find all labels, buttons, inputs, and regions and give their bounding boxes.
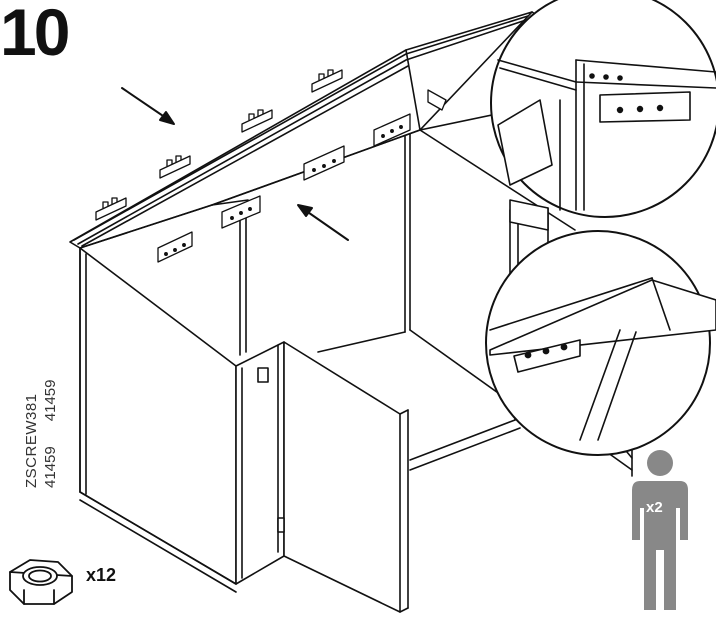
detail-view-bracket	[485, 230, 716, 456]
nut-quantity: x12	[86, 565, 117, 585]
step-number: 10	[0, 0, 70, 69]
person-icon	[632, 450, 688, 610]
loose-brackets	[95, 69, 343, 221]
part-codes: ZSCREW381 41459 41459	[22, 380, 60, 488]
detail-view-corner	[490, 0, 716, 218]
screw-code: ZSCREW381	[23, 393, 40, 488]
arrow-icon	[121, 87, 349, 241]
cabinet-door	[235, 341, 409, 613]
cabinet-bottom	[409, 404, 521, 471]
people-quantity: x2	[646, 499, 663, 516]
mounted-brackets	[157, 89, 447, 263]
hex-nut-icon	[9, 559, 73, 605]
part-number-primary: 41459 41459	[42, 379, 59, 488]
cabinet-left-panel	[79, 247, 237, 593]
